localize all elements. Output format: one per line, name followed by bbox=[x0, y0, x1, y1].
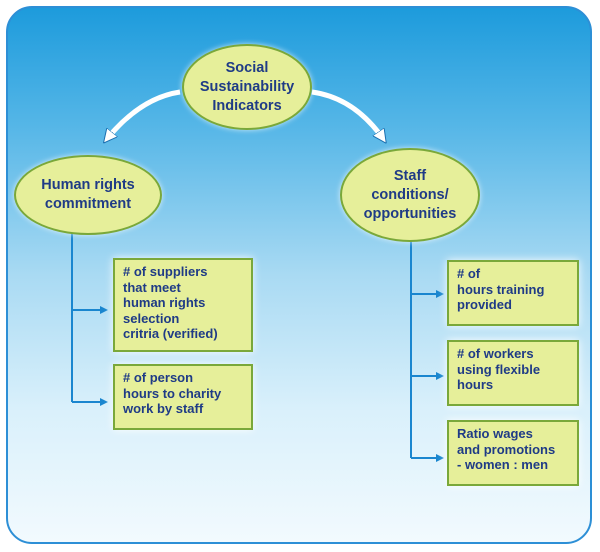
left-branch-label: Human rights commitment bbox=[41, 177, 135, 212]
left-branch-node: Human rights commitment bbox=[14, 155, 162, 235]
right-branch-node: Staff conditions/ opportunities bbox=[340, 148, 480, 242]
root-node: Social Sustainability Indicators bbox=[182, 44, 312, 130]
indicator-label: # of workers using flexible hours bbox=[457, 346, 541, 392]
indicator-label: # of person hours to charity work by sta… bbox=[123, 370, 222, 416]
right-branch-label: Staff conditions/ opportunities bbox=[363, 167, 457, 222]
indicator-label: Ratio wages and promotions - women : men bbox=[457, 426, 556, 472]
arrow-root-to-right bbox=[311, 89, 384, 140]
indicator-label: # of suppliers that meet human rights se… bbox=[123, 264, 218, 341]
root-node-label: Social Sustainability Indicators bbox=[199, 59, 295, 114]
indicator-box-flexible-hours: # of workers using flexible hours bbox=[447, 340, 579, 406]
indicator-box-training-hours: # of hours training provided bbox=[447, 260, 579, 326]
indicator-label: # of hours training provided bbox=[457, 266, 545, 312]
indicator-box-charity-hours: # of person hours to charity work by sta… bbox=[113, 364, 253, 430]
indicator-box-suppliers: # of suppliers that meet human rights se… bbox=[113, 258, 253, 352]
arrow-root-to-left bbox=[106, 89, 181, 140]
indicator-box-wage-ratio: Ratio wages and promotions - women : men bbox=[447, 420, 579, 486]
